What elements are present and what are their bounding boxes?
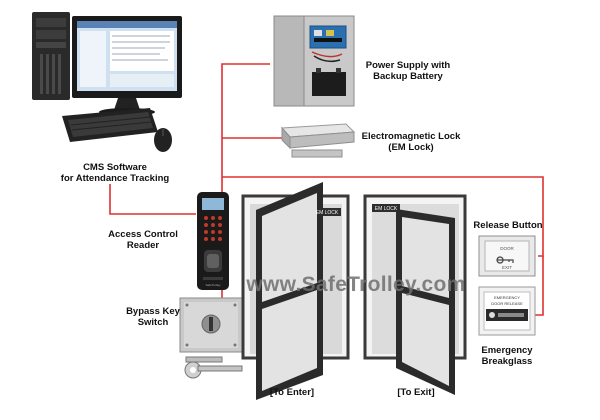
bypass-label-line2: Switch	[137, 317, 169, 328]
wire-power	[221, 63, 270, 177]
wire-bus	[222, 176, 544, 257]
left-door-tag: EM LOCK	[316, 210, 339, 216]
breakglass-label: Emergency Breakglass	[470, 345, 544, 367]
bypass-label-line1: Bypass Key	[126, 306, 180, 317]
watermark: www.SafeTrolley.com	[246, 273, 466, 296]
bypass-key-switch-icon	[179, 297, 243, 379]
release-bottom-text: EXIT	[502, 265, 512, 270]
breakglass-icon	[478, 286, 536, 336]
breakglass-top-text: EMERGENCY	[494, 295, 520, 300]
computer-icon	[32, 12, 182, 152]
em-lock-label: Electromagnetic Lock (EM Lock)	[356, 131, 466, 153]
power-supply-label: Power Supply with Backup Battery	[358, 60, 458, 82]
release-top-text: DOOR	[500, 246, 514, 251]
wire-breakglass	[535, 256, 544, 316]
cms-label-line2: for Attendance Tracking	[60, 173, 170, 184]
power-label-line1: Power Supply with	[365, 60, 451, 71]
em-lock-icon	[280, 123, 356, 158]
access-reader-label: Access Control Reader	[98, 229, 188, 251]
power-label-line2: Backup Battery	[373, 71, 443, 82]
reader-brand: SafeTrolley	[205, 283, 221, 287]
power-supply-icon	[273, 15, 355, 107]
reader-label-line1: Access Control	[108, 229, 178, 240]
breakglass-label-line1: Emergency	[481, 345, 533, 356]
entry-door-icon	[241, 182, 350, 400]
release-button-icon	[478, 235, 536, 277]
to-enter-label: [To Enter]	[269, 387, 315, 398]
access-reader-icon	[197, 192, 229, 290]
release-button-label: Release Button	[473, 220, 543, 231]
right-door-tag: EM LOCK	[375, 206, 398, 212]
emlock-label-line1: Electromagnetic Lock	[361, 131, 461, 142]
breakglass-mid-text: DOOR RELEASE	[491, 301, 523, 306]
cms-label-line1: CMS Software	[83, 162, 147, 173]
reader-label-line2: Reader	[126, 240, 160, 251]
to-exit-label: [To Exit]	[397, 387, 435, 398]
bypass-switch-label: Bypass Key Switch	[118, 306, 188, 328]
breakglass-label-line2: Breakglass	[481, 356, 533, 367]
cms-software-label: CMS Software for Attendance Tracking	[40, 162, 190, 184]
emlock-label-line2: (EM Lock)	[388, 142, 434, 153]
exit-door-icon	[363, 194, 467, 395]
wire-pc-reader	[109, 184, 196, 215]
